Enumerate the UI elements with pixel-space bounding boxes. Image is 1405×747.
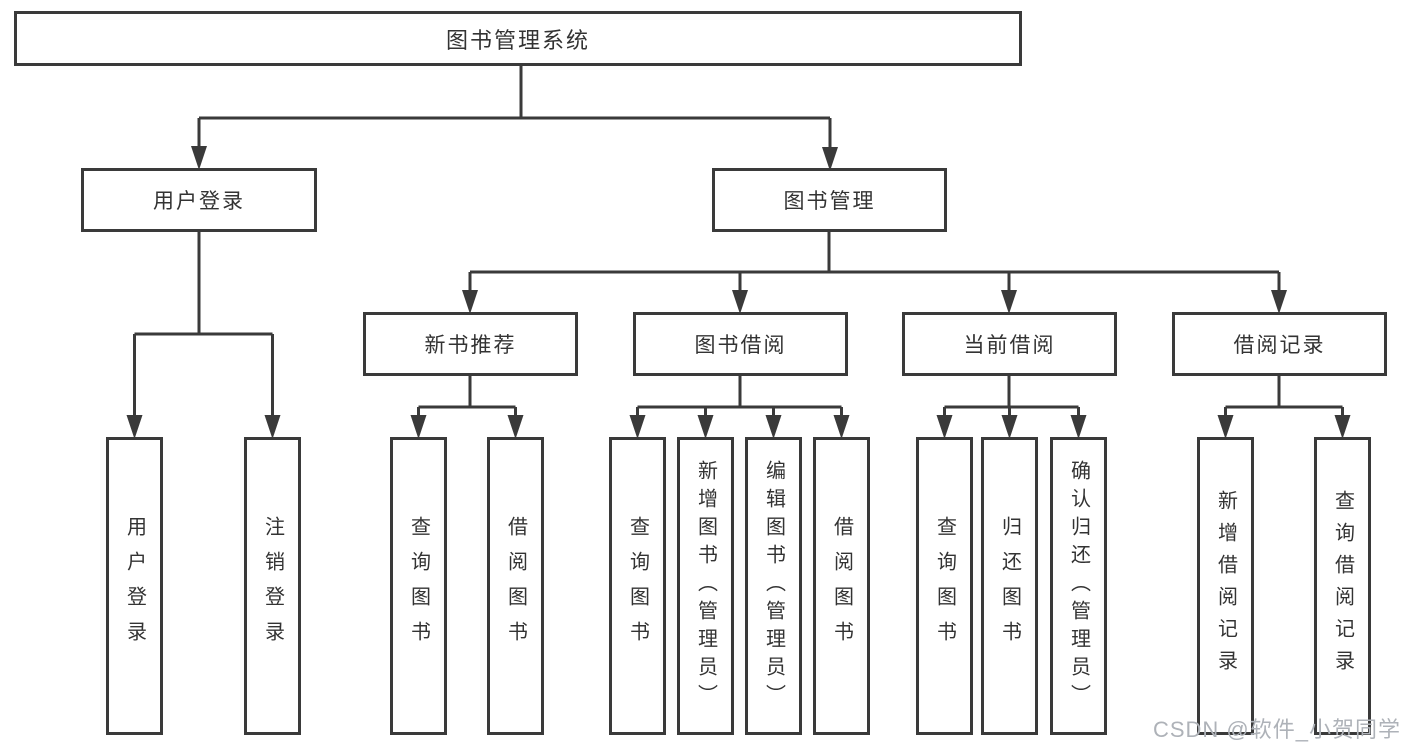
node-label: 新增图书（管理员）: [694, 460, 717, 712]
node-label: 图书管理系统: [445, 27, 590, 53]
node-book-management: 图书管理: [712, 168, 947, 232]
node-label: 归还图书: [998, 516, 1021, 656]
leaf-borrow-books: 借阅图书: [813, 437, 870, 735]
leaf-user-login: 用户登录: [106, 437, 163, 735]
leaf-add-borrow-record: 新增借阅记录: [1197, 437, 1254, 735]
node-library-management-system: 图书管理系统: [14, 11, 1022, 66]
node-label: 查询图书: [626, 516, 649, 656]
node-user-login: 用户登录: [81, 168, 317, 232]
leaf-return-books: 归还图书: [981, 437, 1038, 735]
node-label: 编辑图书（管理员）: [762, 460, 785, 712]
node-label: 新书推荐: [424, 334, 517, 357]
node-label: 图书管理: [783, 190, 876, 213]
node-label: 用户登录: [123, 516, 146, 656]
node-label: 确认归还（管理员）: [1067, 460, 1090, 712]
node-label: 注销登录: [261, 516, 284, 656]
csdn-watermark: CSDN @软件_小贺同学: [1152, 717, 1401, 742]
leaf-query-books-current: 查询图书: [916, 437, 973, 735]
leaf-edit-books-admin: 编辑图书（管理员）: [745, 437, 802, 735]
node-label: 新增借阅记录: [1214, 490, 1237, 682]
node-label: 查询图书: [407, 516, 430, 656]
arrowheads: [126, 146, 1351, 439]
node-new-book-recommendation: 新书推荐: [363, 312, 578, 376]
leaf-add-books-admin: 新增图书（管理员）: [677, 437, 734, 735]
leaf-query-books-rec: 查询图书: [390, 437, 447, 735]
leaf-logout: 注销登录: [244, 437, 301, 735]
leaf-query-books-borrow: 查询图书: [609, 437, 666, 735]
node-borrowing-records: 借阅记录: [1172, 312, 1387, 376]
node-book-borrowing: 图书借阅: [633, 312, 848, 376]
node-current-borrowing: 当前借阅: [902, 312, 1117, 376]
node-label: 借阅图书: [504, 516, 527, 656]
node-label: 当前借阅: [963, 334, 1056, 357]
node-label: 查询图书: [933, 516, 956, 656]
node-label: 借阅图书: [830, 516, 853, 656]
node-label: 图书借阅: [694, 334, 787, 357]
leaf-query-borrow-record: 查询借阅记录: [1314, 437, 1371, 735]
node-label: 用户登录: [153, 190, 245, 213]
node-label: 借阅记录: [1233, 334, 1326, 357]
leaf-borrow-books-rec: 借阅图书: [487, 437, 544, 735]
node-label: 查询借阅记录: [1331, 490, 1354, 682]
leaf-confirm-return-admin: 确认归还（管理员）: [1050, 437, 1107, 735]
